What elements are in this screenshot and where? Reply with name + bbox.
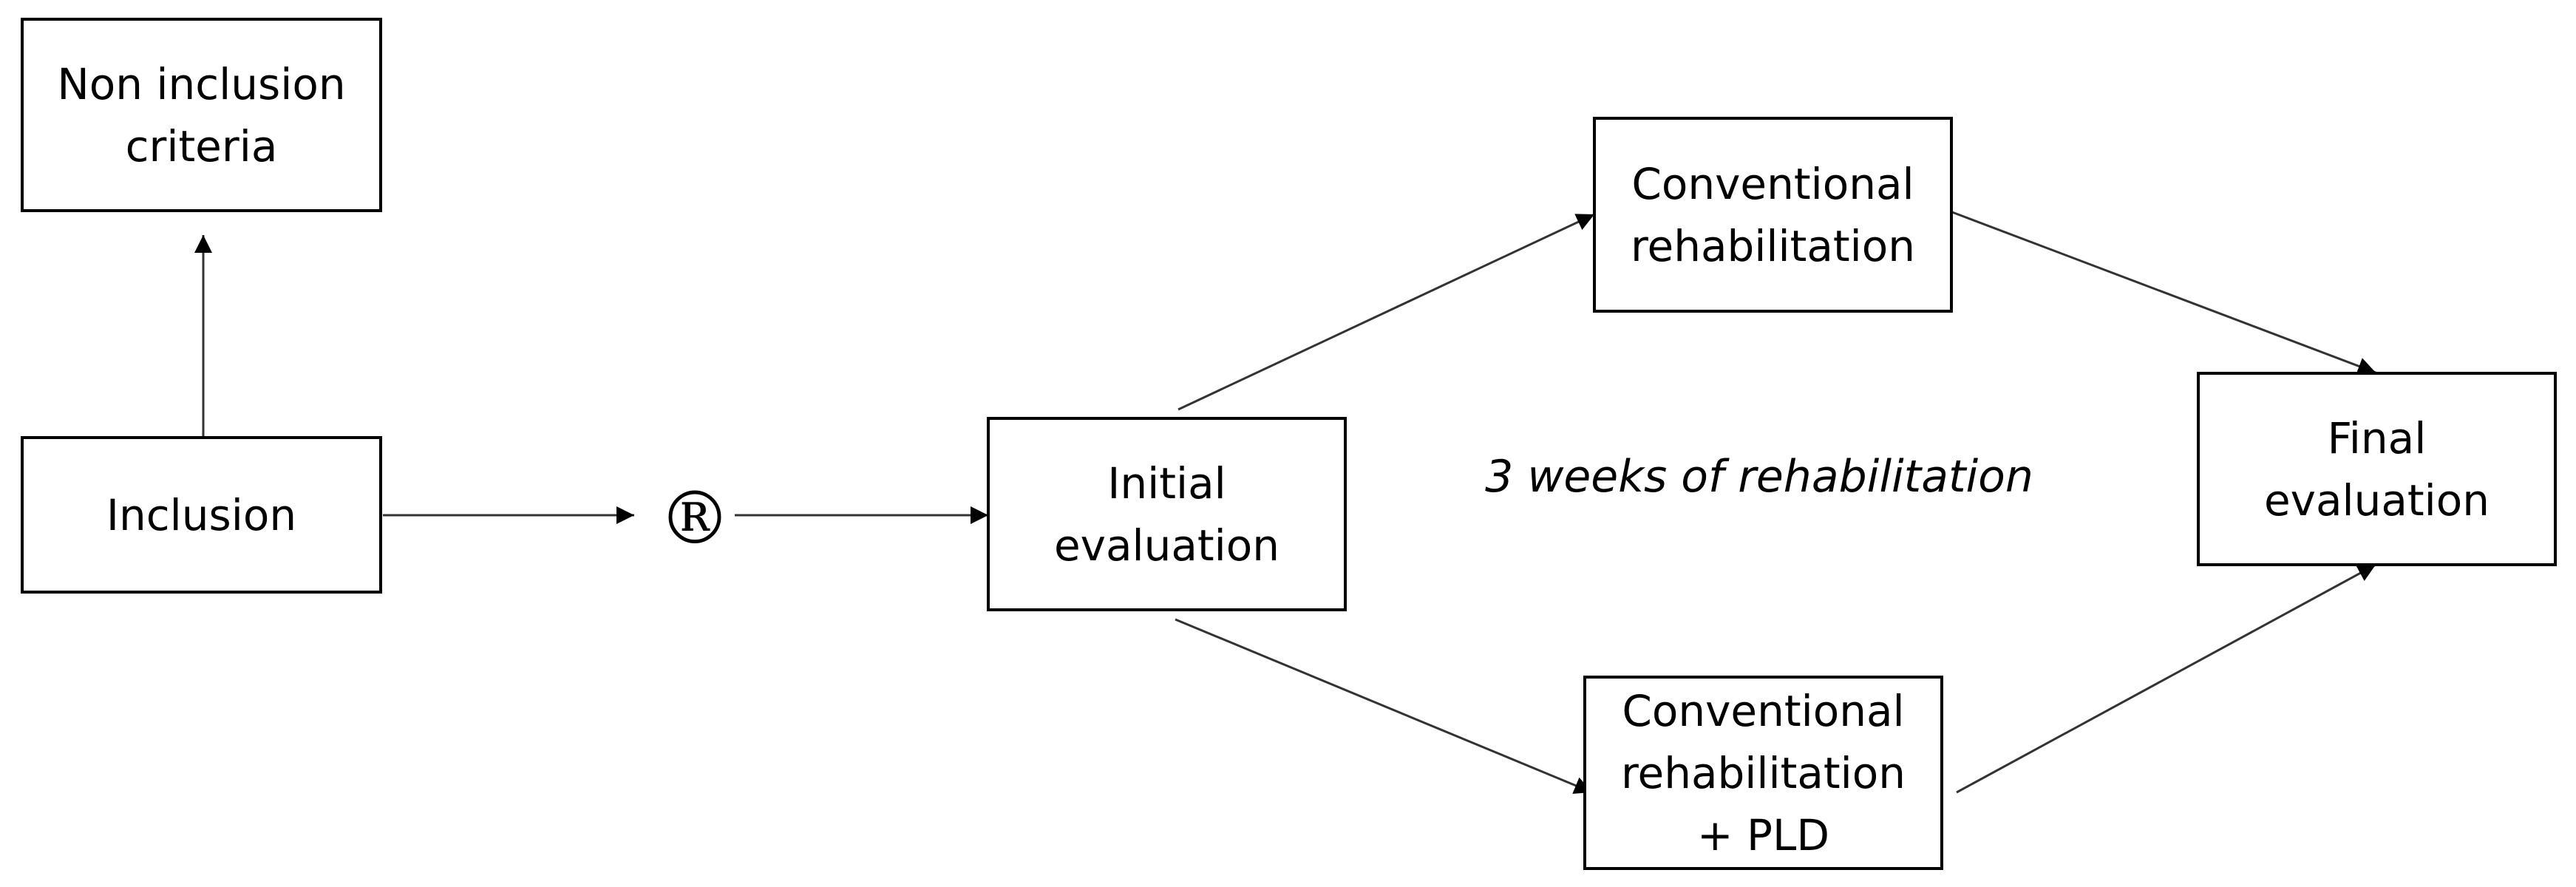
- randomization-symbol: ®: [659, 477, 731, 561]
- arrow-conventional-pld-to-final: [1956, 563, 2376, 794]
- inclusion-box: Inclusion: [21, 436, 382, 594]
- conventional-pld-line-1: Conventional: [1622, 685, 1905, 736]
- final-evaluation-box: Final evaluation: [2197, 372, 2557, 566]
- conventional-rehabilitation-box: Conventional rehabilitation: [1593, 117, 1953, 313]
- non-inclusion-criteria-box: Non inclusion criteria: [21, 18, 382, 212]
- initial-evaluation-label: Initial evaluation: [1054, 452, 1279, 577]
- conventional-pld-line-3: + PLD: [1697, 809, 1829, 860]
- final-evaluation-label: Final evaluation: [2264, 407, 2490, 531]
- initial-evaluation-line-1: Initial: [1107, 458, 1226, 509]
- non-inclusion-line-2: criteria: [125, 120, 278, 171]
- conventional-pld-line-2: rehabilitation: [1620, 747, 1906, 798]
- arrow-conventional-to-final: [1951, 211, 2376, 375]
- final-evaluation-line-2: evaluation: [2263, 475, 2490, 526]
- arrow-initial-to-conventional-pld: [1175, 618, 1593, 794]
- initial-evaluation-box: Initial evaluation: [987, 417, 1347, 611]
- arrow-initial-to-conventional: [1177, 213, 1595, 411]
- conventional-rehabilitation-pld-box: Conventional rehabilitation + PLD: [1583, 676, 1943, 870]
- initial-evaluation-line-2: evaluation: [1053, 520, 1280, 571]
- conventional-line-2: rehabilitation: [1630, 220, 1916, 271]
- conventional-rehabilitation-label: Conventional rehabilitation: [1631, 153, 1915, 277]
- conventional-line-1: Conventional: [1631, 158, 1914, 209]
- non-inclusion-criteria-label: Non inclusion criteria: [57, 53, 345, 177]
- conventional-rehabilitation-pld-label: Conventional rehabilitation + PLD: [1621, 680, 1906, 866]
- rehabilitation-duration-note: 3 weeks of rehabilitation: [1485, 451, 2033, 503]
- non-inclusion-line-1: Non inclusion: [57, 58, 346, 109]
- final-evaluation-line-1: Final: [2327, 412, 2427, 463]
- inclusion-line-1: Inclusion: [106, 489, 297, 540]
- inclusion-label: Inclusion: [106, 484, 296, 546]
